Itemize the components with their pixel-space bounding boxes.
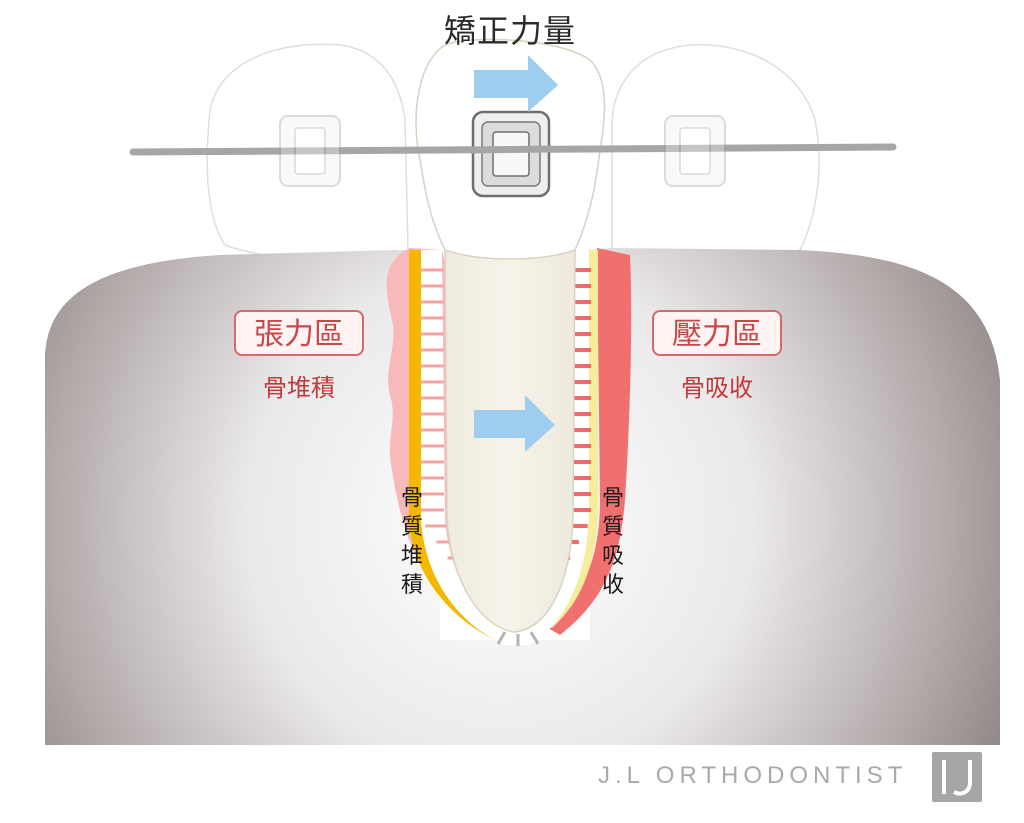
tension-zone-subtitle: 骨堆積 [263,374,335,402]
left-vertical-label: 骨 質 堆 積 [400,486,423,598]
archwire-segment [469,145,554,154]
force-arrow-icon [474,55,558,112]
pdl-space [421,250,589,645]
left-bracket-icon [279,115,341,187]
right-vertical-label: 骨 質 吸 收 [601,486,624,598]
resorption-band [548,248,632,635]
watermark-text: J.L ORTHODONTIST [598,762,908,789]
right-bracket-icon [664,115,726,187]
tension-zone-label: 張力區 [234,310,364,356]
force-arrow-root-icon [474,395,555,452]
alveolar-bone [45,248,1000,745]
deposition-layer [409,250,505,640]
center-bracket-icon [471,110,551,198]
pressure-zone-subtitle: 骨吸收 [681,374,753,402]
pdl-fiber-apex [496,631,507,645]
diagram-title: 矯正力量 [443,12,576,50]
logo-icon [932,752,982,802]
pdl-fiber-apex [529,631,540,645]
pressure-zone-label: 壓力區 [652,310,782,356]
resorption-edge [545,250,598,628]
